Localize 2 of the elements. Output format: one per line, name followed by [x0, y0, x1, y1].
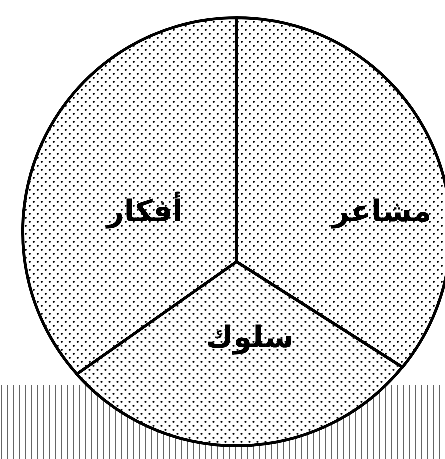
sector-label: مشاعر	[332, 194, 432, 230]
sector-label: سلوك	[206, 320, 294, 356]
